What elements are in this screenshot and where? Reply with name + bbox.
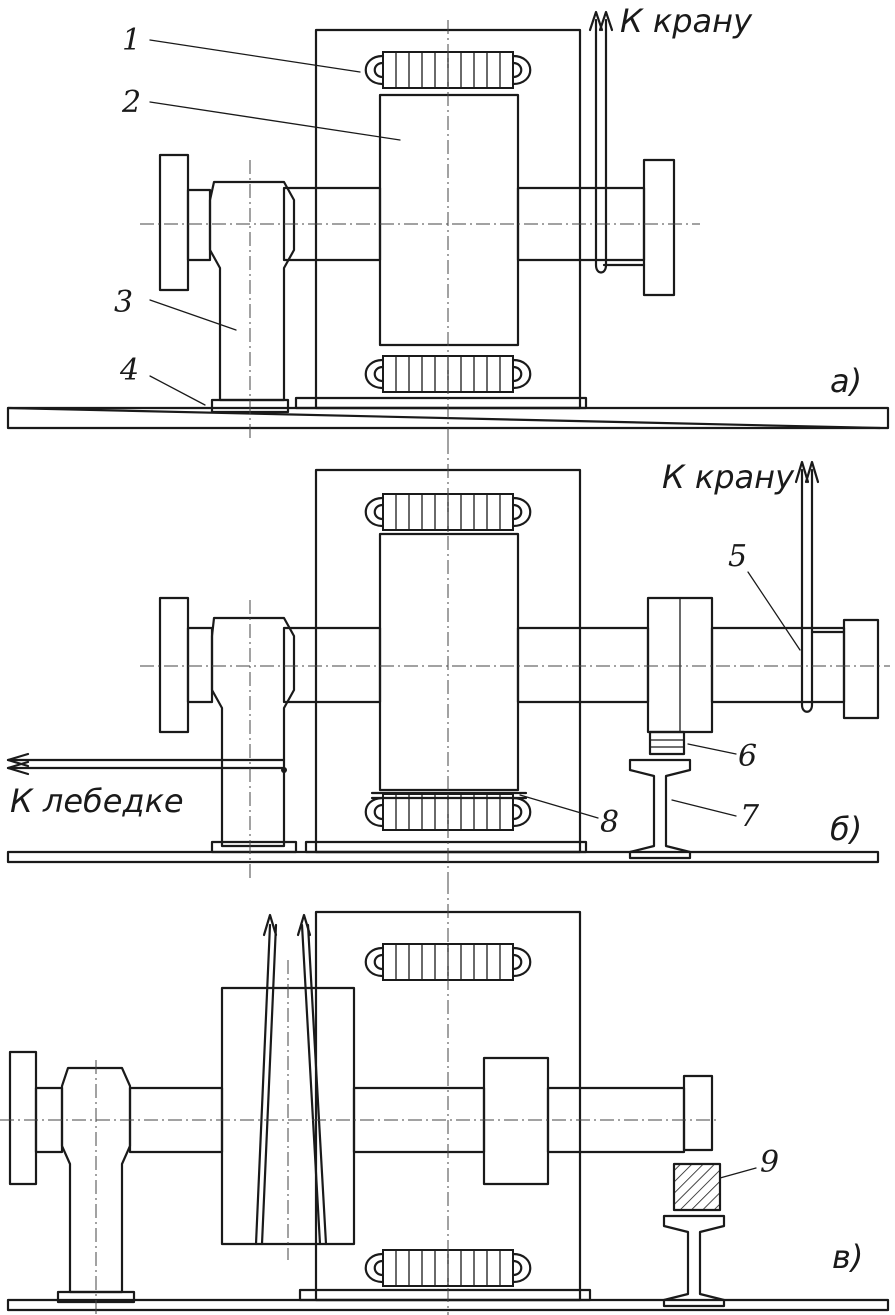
coupling-left-c [10,1052,36,1184]
rope-band-left [256,925,276,1244]
pedestal-foot-b [212,842,296,852]
stator-feet-b [306,842,586,852]
stator-feet-c [300,1290,590,1300]
shaft-right-c [548,1088,684,1152]
view-letter-a: а) [830,362,862,400]
label-3: 3 [114,285,133,320]
stator-feet-a [296,398,586,408]
rail-b [630,760,690,858]
coupling-right-a [644,160,674,295]
sling-b [802,470,812,712]
caption-to-winch: К лебедке [10,782,184,820]
caption-to-crane-b: К крану [662,458,795,496]
rail-c [664,1216,724,1306]
coupling-hub-left-a [188,190,210,260]
view-letter-b: б) [830,810,862,848]
shaft-left-b [284,628,380,702]
label-8: 8 [600,805,619,840]
shaft-mid-b [518,628,648,702]
coupling-right-b [844,620,878,718]
winch-arrows [8,754,28,774]
label-9: 9 [760,1145,779,1180]
coupling-hub-left-b [188,628,212,702]
view-c [0,880,888,1315]
shaft-ext-b [712,628,844,702]
rotor-b [380,534,518,790]
hub-c [484,1058,548,1184]
sling-arrows-b [796,462,818,482]
sling-arrows-a [590,12,612,30]
coupling-left-b [160,598,188,732]
collar-right-c [684,1076,712,1150]
label-5: 5 [728,539,747,574]
base-plate-b [8,852,878,862]
bearing-pedestal-a [210,182,294,400]
rope-band-right [302,925,326,1244]
view-a [8,12,888,440]
view-b [8,440,890,880]
sling-a [596,20,606,273]
label-2: 2 [121,85,141,120]
coupling-left-a [160,155,188,290]
caption-to-crane-a: К крану [620,2,753,40]
bearing-pedestal-b [212,618,294,846]
rotor-a [380,95,518,345]
label-6: 6 [738,739,757,774]
label-7: 7 [740,799,760,834]
label-4: 4 [119,353,139,388]
label-1: 1 [122,23,141,58]
rope-arrows-c [264,915,310,935]
support-block-b [650,732,684,754]
view-letter-c: в) [832,1238,863,1276]
base-line-a [8,408,880,428]
